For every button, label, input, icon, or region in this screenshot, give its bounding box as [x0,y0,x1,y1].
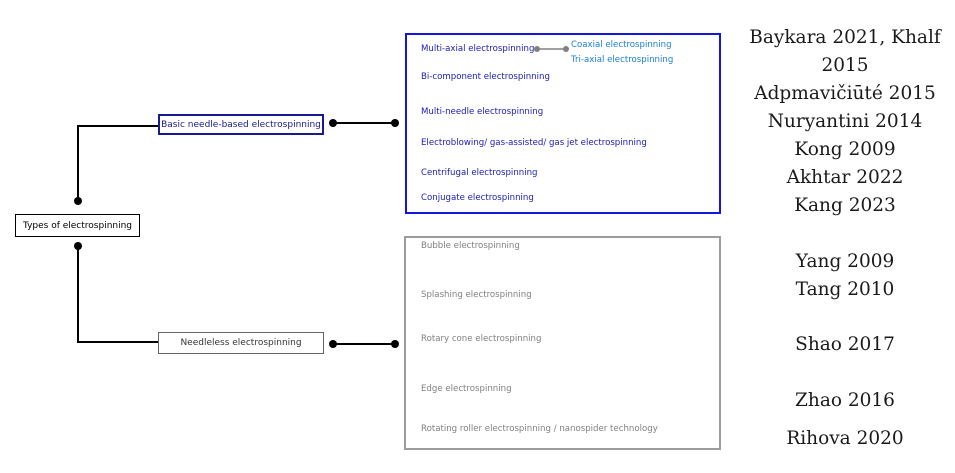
needle-based-label: Basic needle-based electrospinning [161,119,321,130]
needleless-connector-start [329,340,337,348]
needle-item-centrifugal: Centrifugal electrospinning [421,168,538,178]
needle-item-multi-needle: Multi-needle electrospinning [421,107,544,117]
reference-text: Baykara 2021, Khalf [749,27,941,48]
reference-text: Akhtar 2022 [786,167,904,188]
multiaxial-sub-node-end [563,46,569,52]
reference-text: Tang 2010 [795,279,895,300]
needle-item-electroblowing: Electroblowing/ gas-assisted/ gas jet el… [421,138,647,148]
needleless-item-rotating-roller: Rotating roller electrospinning / nanosp… [421,424,658,434]
needle-based-panel [405,33,721,214]
root-box: Types of electrospinning [15,214,140,237]
root-label: Types of electrospinning [22,220,133,231]
tree-line-lower [77,246,158,343]
tree-line-upper [77,125,158,201]
reference-text: Kong 2009 [794,139,896,160]
reference-text: Yang 2009 [795,251,895,272]
tree-node-upper [74,197,82,205]
reference-text: Rihova 2020 [786,428,904,449]
needleless-item-rotary-cone: Rotary cone electrospinning [421,334,542,344]
needle-connector-end [391,119,399,127]
sub-item-triaxial: Tri-axial electrospinning [571,55,674,65]
needleless-item-splashing: Splashing electrospinning [421,290,532,300]
needle-connector-start [329,119,337,127]
needleless-item-edge: Edge electrospinning [421,384,512,394]
reference-text: 2015 [821,55,869,76]
reference-text: Shao 2017 [795,334,895,355]
tree-node-lower [74,242,82,250]
reference-text: Kang 2023 [794,195,896,216]
reference-text: Zhao 2016 [795,390,895,411]
needleless-connector-end [391,340,399,348]
needle-item-bi-component: Bi-component electrospinning [421,72,550,82]
reference-text: Adpmavičiūté 2015 [754,83,936,104]
needleless-box: Needleless electrospinning [158,332,324,354]
needleless-label: Needleless electrospinning [180,338,302,348]
needle-item-conjugate: Conjugate electrospinning [421,193,534,203]
needle-based-box: Basic needle-based electrospinning [158,114,324,135]
needleless-panel [404,236,721,450]
needleless-item-bubble: Bubble electrospinning [421,241,520,251]
needle-item-multi-axial: Multi-axial electrospinning [421,44,535,54]
reference-text: Nuryantini 2014 [767,111,923,132]
sub-item-coaxial: Coaxial electrospinning [571,40,672,50]
multiaxial-sub-node-start [534,46,540,52]
